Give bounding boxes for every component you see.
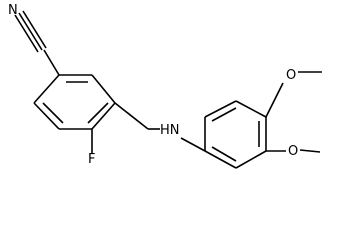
nitrile-bond-c (22, 10, 47, 49)
ring1-inner-2 (42, 102, 64, 124)
methoxy-upper-bond (265, 82, 284, 118)
ring2-bond-6 (204, 150, 237, 169)
nitrile-bond-a (14, 14, 39, 53)
atom-label-oxygen-bottom: O (288, 144, 298, 159)
structure-diagram: N F HN O O (8, 3, 322, 169)
ring1-inner-3 (87, 102, 109, 124)
atom-label-fluorine: F (88, 152, 95, 167)
ring1-bond-2 (33, 102, 60, 130)
atom-label-oxygen-top: O (286, 68, 296, 83)
atom-labels: N F HN O O (8, 3, 298, 167)
atom-label-amine: HN (160, 123, 180, 138)
ring2-bond-2 (204, 100, 237, 118)
ring1-bond-1 (33, 74, 60, 104)
benzyl-bond (114, 102, 149, 130)
bond-lines (14, 10, 322, 169)
ring2-bond-5 (235, 150, 267, 169)
nitrile-to-ring (43, 49, 60, 76)
ring1-bond-5 (91, 74, 116, 104)
ring2-bond-3 (235, 100, 267, 118)
methoxy-lower-methyl (299, 149, 321, 153)
atom-label-nitrile-n: N (8, 3, 18, 18)
nh-to-ring (180, 137, 206, 152)
ring2-inner-1 (211, 107, 237, 122)
ring1-bond-4 (91, 102, 116, 130)
nitrile-bond-b (18, 12, 43, 51)
ring2-inner-3 (211, 146, 237, 162)
